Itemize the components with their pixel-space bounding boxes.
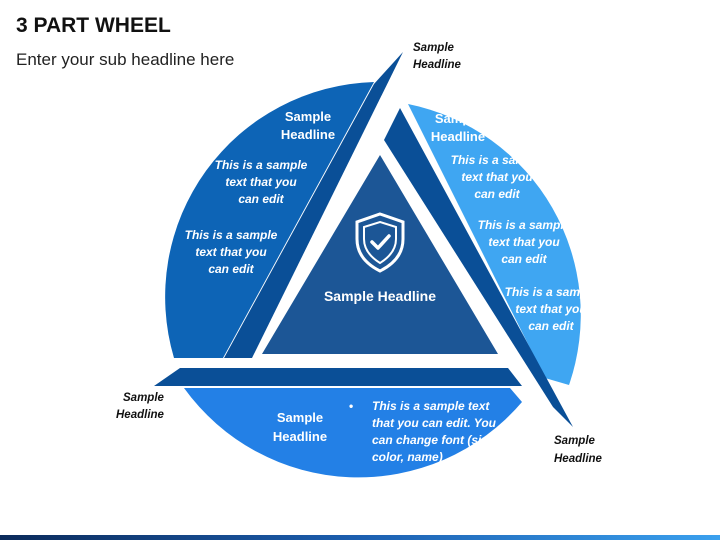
bottom-headline-line2: Headline bbox=[273, 429, 327, 444]
outside-label-top-line1: Sample bbox=[413, 42, 455, 54]
left-para2-line2: text that you bbox=[195, 245, 267, 259]
outside-label-right-line1: Sample bbox=[554, 435, 596, 447]
page-title: 3 PART WHEEL bbox=[16, 14, 171, 37]
bottom-bullet-line3: can change font (size, bbox=[372, 433, 497, 447]
center-headline: Sample Headline bbox=[324, 288, 436, 304]
right-para3-line1: This is a sample bbox=[505, 285, 598, 299]
right-para2-line3: can edit bbox=[501, 252, 547, 266]
right-para3-line2: text that you bbox=[515, 302, 587, 316]
outside-label-left-line2: Headline bbox=[116, 409, 165, 421]
right-segment bbox=[408, 104, 581, 385]
right-para2-line2: text that you bbox=[488, 235, 560, 249]
left-headline-line1: Sample bbox=[285, 109, 331, 124]
outside-label-right-line2: Headline bbox=[554, 453, 603, 465]
right-para1-line3: can edit bbox=[474, 187, 520, 201]
right-para2-line1: This is a sample bbox=[478, 218, 571, 232]
right-segment-text: Sample Headline This is a sample text th… bbox=[431, 111, 598, 333]
bottom-accent-bar bbox=[0, 535, 720, 540]
center-triangle bbox=[262, 155, 498, 354]
outside-label-top-line2: Headline bbox=[413, 59, 462, 71]
page-subtitle: Enter your sub headline here bbox=[16, 50, 235, 69]
outside-labels: Sample Headline Sample Headline Sample H… bbox=[116, 42, 603, 465]
right-para1-line1: This is a sample bbox=[451, 153, 544, 167]
left-para2-line3: can edit bbox=[208, 262, 254, 276]
left-headline-line2: Headline bbox=[281, 127, 335, 142]
bottom-headline-line1: Sample bbox=[277, 410, 323, 425]
right-para3-line3: can edit bbox=[528, 319, 574, 333]
shield-check-icon bbox=[355, 212, 405, 273]
right-band bbox=[384, 108, 573, 427]
left-segment bbox=[165, 82, 374, 358]
left-para1-line2: text that you bbox=[225, 175, 297, 189]
right-para1-line2: text that you bbox=[461, 170, 533, 184]
left-segment-text: Sample Headline This is a sample text th… bbox=[185, 109, 335, 276]
right-headline-line1: Sample bbox=[435, 111, 481, 126]
right-headline-line2: Headline bbox=[431, 129, 485, 144]
bottom-bullet-line1: This is a sample text bbox=[372, 399, 490, 413]
bottom-segment bbox=[184, 388, 522, 478]
bottom-segment-text: Sample Headline • This is a sample text … bbox=[273, 399, 497, 464]
left-para1-line1: This is a sample bbox=[215, 158, 308, 172]
bottom-bullet-line4: color, name) bbox=[372, 450, 443, 464]
bottom-bullet: • bbox=[349, 399, 353, 413]
bottom-band bbox=[154, 368, 522, 386]
left-para1-line3: can edit bbox=[238, 192, 284, 206]
top-band bbox=[224, 52, 403, 358]
outside-label-left-line1: Sample bbox=[123, 392, 165, 404]
bottom-bullet-line2: that you can edit. You bbox=[372, 416, 497, 430]
left-para2-line1: This is a sample bbox=[185, 228, 278, 242]
